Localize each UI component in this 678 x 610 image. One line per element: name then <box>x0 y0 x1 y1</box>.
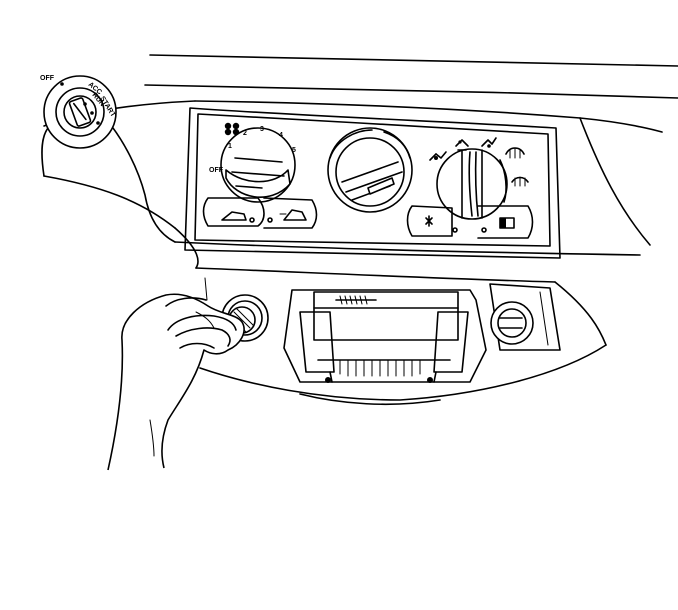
air-mode-knob <box>429 137 529 220</box>
fan-label-3: 3 <box>260 126 264 133</box>
ignition-switch: OFF ACC RUN START <box>40 75 117 149</box>
rear-defrost-icon <box>511 176 529 187</box>
defrost-windshield-icon <box>505 147 525 159</box>
vent-icon <box>429 151 447 161</box>
fan-icon <box>224 122 240 136</box>
fan-label-5: 5 <box>292 147 296 154</box>
fan-label-1: 1 <box>228 143 232 150</box>
dashboard-outline <box>41 54 678 406</box>
temperature-knob <box>327 127 413 213</box>
climate-control-panel <box>184 107 561 259</box>
ignition-label-off: OFF <box>40 75 55 82</box>
spring-detail <box>335 295 377 305</box>
fan-label-off: OFF <box>209 167 224 174</box>
defrost-icon <box>481 137 497 148</box>
ashtray-compartment <box>283 289 487 383</box>
rear-window-icon <box>499 217 515 229</box>
fan-speed-knob: OFF 1 2 3 4 5 <box>209 122 296 203</box>
outside-air-icon <box>279 209 307 221</box>
power-outlet <box>489 283 561 351</box>
left-button-pair <box>202 197 318 229</box>
right-button-pair <box>406 205 534 239</box>
fan-label-4: 4 <box>279 132 283 139</box>
ac-snowflake-icon <box>425 215 433 227</box>
fan-label-2: 2 <box>243 130 247 137</box>
recirculation-icon <box>221 211 247 221</box>
floor-icon <box>455 139 469 151</box>
hand <box>107 293 245 471</box>
